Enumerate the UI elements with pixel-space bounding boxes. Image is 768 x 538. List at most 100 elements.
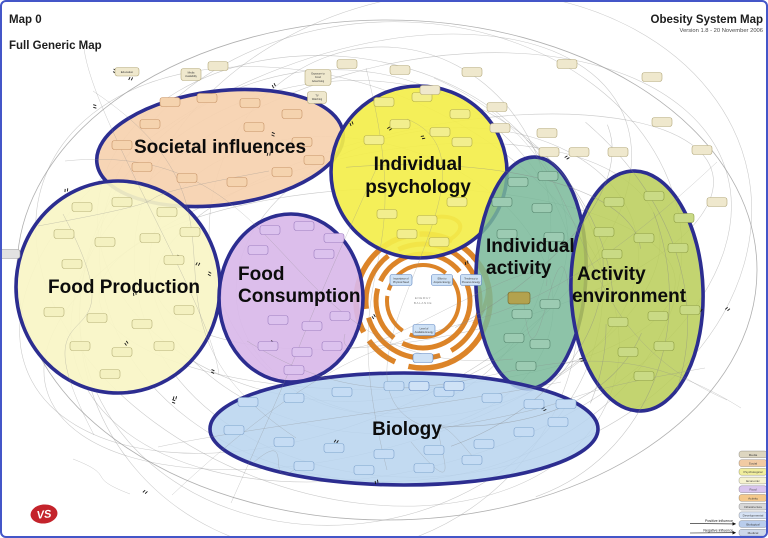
mini-node (461, 67, 483, 77)
legend-item-developmental: Developmental (738, 511, 766, 519)
legend-label: Developmental (743, 514, 764, 518)
legend-label: Biological (746, 522, 760, 526)
mini-node (481, 393, 503, 403)
legend-item-infrastructure: Infrastructure (738, 502, 766, 511)
mini-node (259, 225, 281, 235)
version-label: Version 1.8 - 20 November 2006 (680, 28, 763, 34)
label-individual-psychology-1: Individual (374, 154, 463, 175)
logo-blob (30, 504, 58, 524)
mini-node (257, 341, 279, 351)
legend-item-medical: Medical (738, 529, 766, 536)
legend-item-psychological: Psychological (738, 468, 766, 476)
arrowhead-mark (128, 76, 134, 81)
node-box (460, 274, 482, 286)
legend-swatch (738, 511, 766, 519)
legend-swatch (738, 520, 766, 528)
mini-node (489, 123, 511, 133)
arrowhead-mark (266, 152, 271, 156)
mini-node (633, 371, 655, 381)
node-education: Education (114, 67, 140, 77)
arrowhead-mark (387, 126, 393, 131)
node-text: TV (315, 94, 319, 97)
mini-node (173, 305, 195, 315)
influence-curve (88, 36, 688, 536)
node-text: Availability (185, 75, 198, 78)
arrowhead-mark (371, 314, 376, 320)
arrowhead-mark (579, 357, 584, 362)
node-text: Food (315, 76, 321, 79)
influence-curve (365, 67, 388, 471)
mini-node (363, 135, 385, 145)
mini-node (507, 177, 529, 187)
node-box (389, 274, 413, 286)
logo-text: VS (36, 508, 53, 522)
map-number: Map 0 (9, 14, 42, 26)
influence-curve (230, 166, 378, 504)
arrowhead-mark (172, 396, 178, 400)
mini-node (293, 461, 315, 471)
mini-node (283, 393, 305, 403)
mini-node (353, 465, 375, 475)
influence-curve (83, 47, 220, 376)
node-text: Effort to (438, 277, 447, 280)
mini-node (153, 341, 175, 351)
energy-balance-core: ENERGY BALANCE Importance of Physical Ne… (389, 274, 482, 336)
mini-node (507, 291, 531, 305)
label-individual-psychology-2: psychology (365, 177, 471, 198)
mini-node (529, 339, 551, 349)
mini-node (99, 369, 121, 379)
mini-node (156, 207, 178, 217)
negative-influence-label: Negative influence (703, 528, 733, 532)
influence-curve (386, 118, 443, 427)
mini-factor-nodes (2, 59, 728, 475)
legend-item-social: Social (738, 459, 766, 467)
mini-node (111, 140, 133, 150)
mini-node (617, 347, 639, 357)
mini-node (94, 237, 116, 247)
arrowhead-mark (271, 131, 275, 137)
mini-node (607, 147, 629, 157)
legend-item-economic: Economic (738, 476, 766, 485)
mini-node (396, 229, 418, 239)
legend-swatch (738, 502, 766, 511)
mini-node (111, 197, 133, 207)
node-text: Preserve Energy (462, 281, 481, 284)
mini-node (603, 197, 625, 207)
mini-node (131, 319, 153, 329)
node-text: Exposure to (311, 72, 325, 75)
legend-item-biological: Biological (738, 520, 766, 528)
mini-node (271, 167, 293, 177)
mini-node (237, 397, 259, 407)
arrowhead-mark (564, 155, 570, 160)
mini-node (568, 147, 590, 157)
mini-node (446, 197, 468, 207)
mini-node (273, 437, 295, 447)
mini-node (226, 177, 248, 187)
mini-node (223, 425, 245, 435)
mini-node (323, 443, 345, 453)
mini-node (523, 399, 545, 409)
arrowhead-mark (420, 135, 426, 140)
mini-node (651, 117, 673, 127)
arrowhead-mark (464, 260, 469, 265)
mini-node (376, 209, 398, 219)
influence-curve (66, 69, 613, 402)
legend-swatch (738, 459, 766, 467)
influence-curve (246, 340, 742, 409)
page-title: Obesity System Map (651, 14, 763, 26)
mini-node (139, 119, 161, 129)
arrowhead-mark (93, 104, 97, 109)
node-tendency-to-preserve-energy: Tendency to Preserve Energy (460, 274, 482, 286)
influence-curve (157, 381, 562, 448)
mini-node (139, 233, 161, 243)
mini-node (539, 299, 561, 309)
label-food-consumption-2: Consumption (238, 286, 360, 307)
mini-node (53, 229, 75, 239)
mini-node (423, 445, 445, 455)
mini-node (71, 202, 93, 212)
mini-node (413, 463, 435, 473)
arrowhead-mark (207, 271, 212, 277)
mini-node (679, 305, 701, 315)
mini-node (131, 162, 153, 172)
